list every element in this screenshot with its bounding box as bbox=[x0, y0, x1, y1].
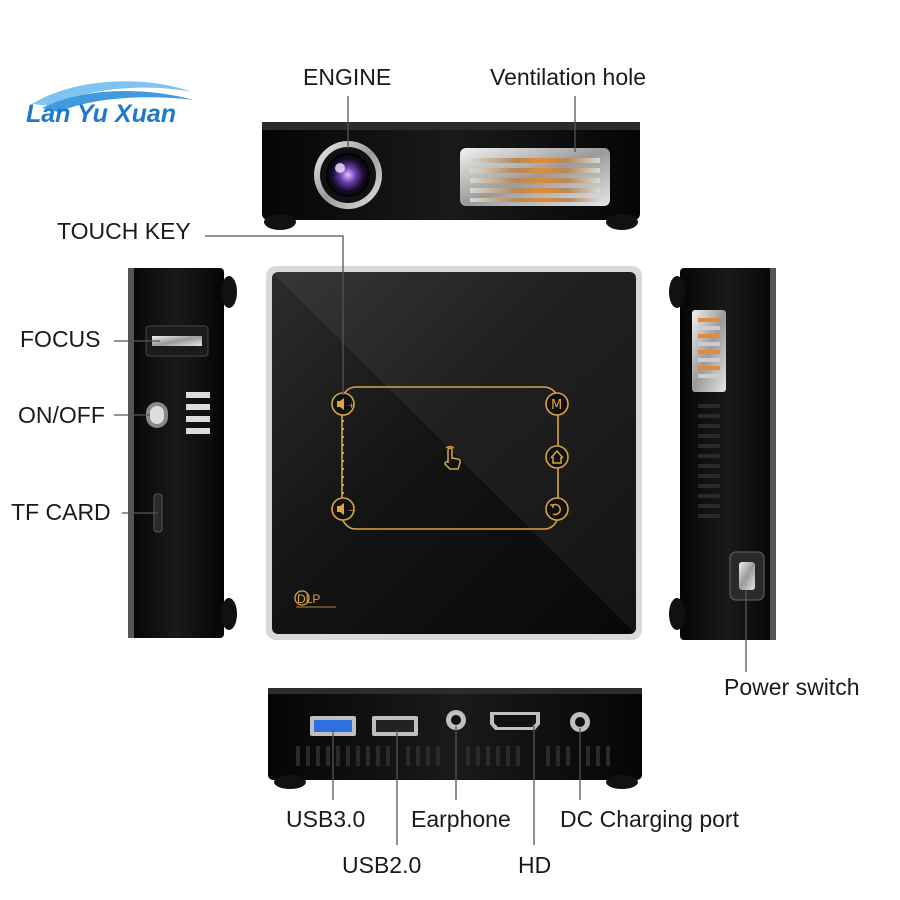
label-earphone: Earphone bbox=[411, 806, 511, 832]
touch-hand-icon bbox=[444, 445, 461, 470]
on-off-switch bbox=[150, 406, 164, 424]
dlp-badge: DLP bbox=[297, 592, 320, 606]
label-usb2: USB2.0 bbox=[342, 852, 422, 878]
engine-lens-icon bbox=[314, 141, 382, 209]
rear-ports-view bbox=[268, 688, 642, 789]
back-icon bbox=[545, 497, 569, 521]
label-engine: ENGINE bbox=[303, 64, 392, 90]
home-icon bbox=[545, 445, 569, 469]
front-view bbox=[262, 122, 640, 230]
right-side-view bbox=[669, 268, 776, 640]
label-dc-port: DC Charging port bbox=[560, 806, 739, 832]
left-side-view bbox=[128, 268, 237, 638]
ventilation-grille bbox=[460, 148, 610, 206]
menu-m-icon: M bbox=[545, 392, 569, 416]
svg-text:M: M bbox=[551, 398, 562, 413]
label-power-switch: Power switch bbox=[724, 674, 860, 700]
label-ventilation: Ventilation hole bbox=[490, 64, 647, 90]
label-usb3: USB3.0 bbox=[286, 806, 366, 832]
focus-wheel bbox=[152, 336, 202, 346]
power-switch-knob bbox=[739, 562, 755, 590]
top-touch-panel: + − M DLP bbox=[266, 266, 642, 640]
label-on-off: ON/OFF bbox=[18, 402, 105, 428]
svg-text:−: − bbox=[348, 506, 355, 515]
label-hd: HD bbox=[518, 852, 552, 878]
label-touch-key: TOUCH KEY bbox=[57, 218, 191, 244]
brand-logo-swoosh bbox=[32, 81, 194, 112]
label-focus: FOCUS bbox=[20, 326, 101, 352]
volume-up-icon: + bbox=[331, 392, 355, 416]
volume-down-icon: − bbox=[331, 497, 355, 521]
svg-text:+: + bbox=[348, 401, 355, 410]
brand-name: Lan Yu Xuan bbox=[26, 100, 177, 128]
callout-lines bbox=[114, 96, 747, 845]
label-tf-card: TF CARD bbox=[11, 499, 111, 525]
